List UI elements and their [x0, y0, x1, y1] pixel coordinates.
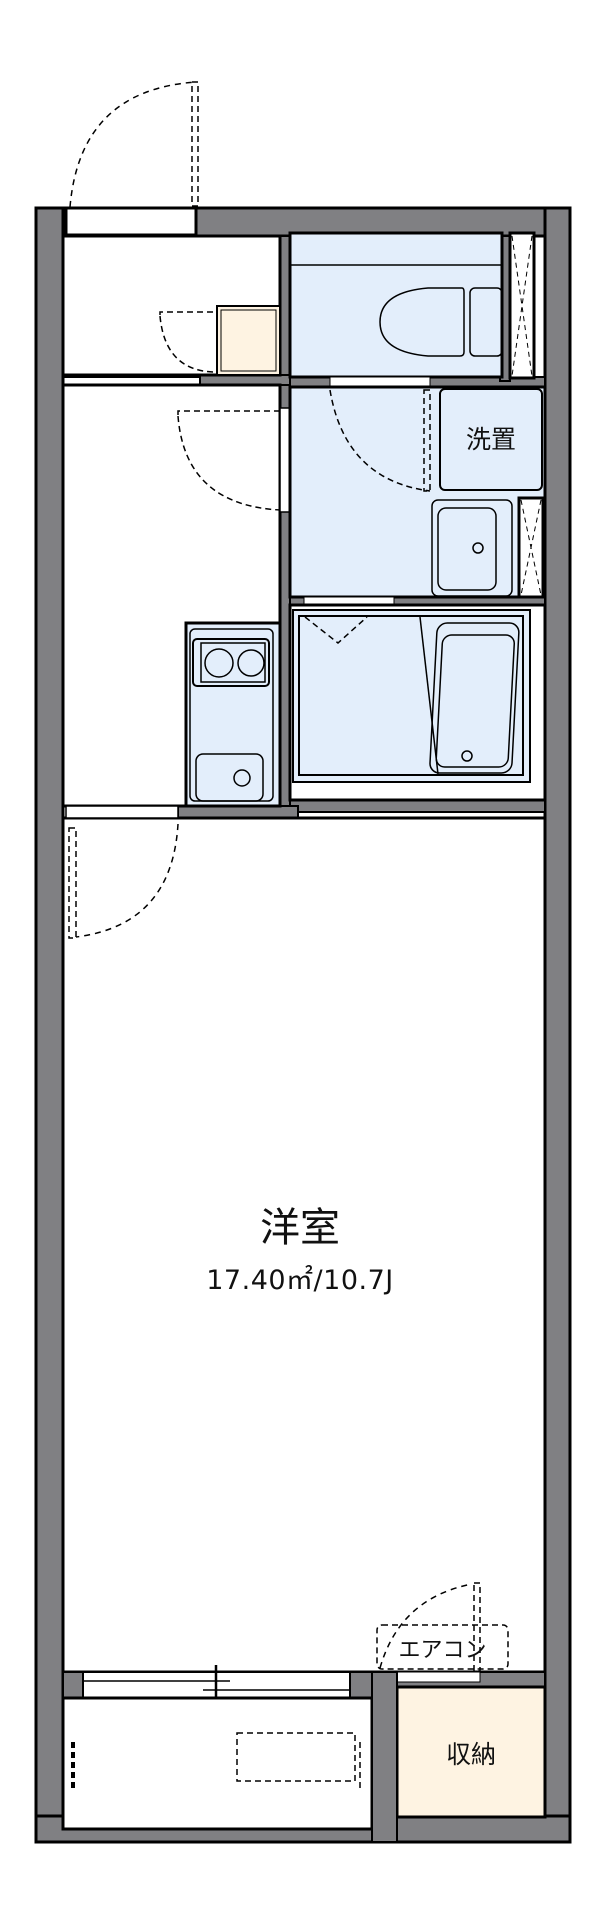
room-area: 17.40㎡/10.7J	[206, 1265, 394, 1296]
closet-door-swing	[379, 1583, 473, 1669]
shoe-cabinet	[216, 305, 281, 376]
kitchen-sink	[195, 753, 264, 802]
toilet-door-swing	[329, 389, 431, 492]
balcony	[61, 1696, 374, 1831]
closet	[395, 1685, 547, 1819]
washroom-door-swing	[177, 410, 281, 511]
room-name: 洋室	[260, 1205, 340, 1251]
washing-machine-space	[439, 388, 543, 491]
toilet-icon	[379, 287, 465, 357]
entry-door-frame	[64, 206, 198, 237]
ac-label: エアコン	[398, 1638, 487, 1663]
shoe-cabinet-door-swing	[159, 311, 214, 373]
kitchen-unit	[184, 621, 282, 808]
toilet-room	[288, 231, 504, 379]
air-conditioner	[376, 1624, 509, 1670]
entry-door-leaf	[191, 81, 199, 207]
room-door-leaf	[68, 827, 77, 939]
entry-door-swing	[69, 81, 197, 208]
stove-burner-icon	[204, 648, 234, 678]
western-room	[61, 816, 547, 1674]
washer-label: 洗置	[465, 425, 516, 454]
pipe-shaft	[508, 231, 536, 380]
stove-burner-icon	[237, 649, 265, 677]
room-door-swing	[75, 823, 179, 938]
wash-basin	[431, 499, 513, 597]
bathtub-icon	[429, 622, 520, 774]
closet-label: 収納	[445, 1740, 496, 1769]
ac-outdoor-unit	[236, 1732, 356, 1782]
